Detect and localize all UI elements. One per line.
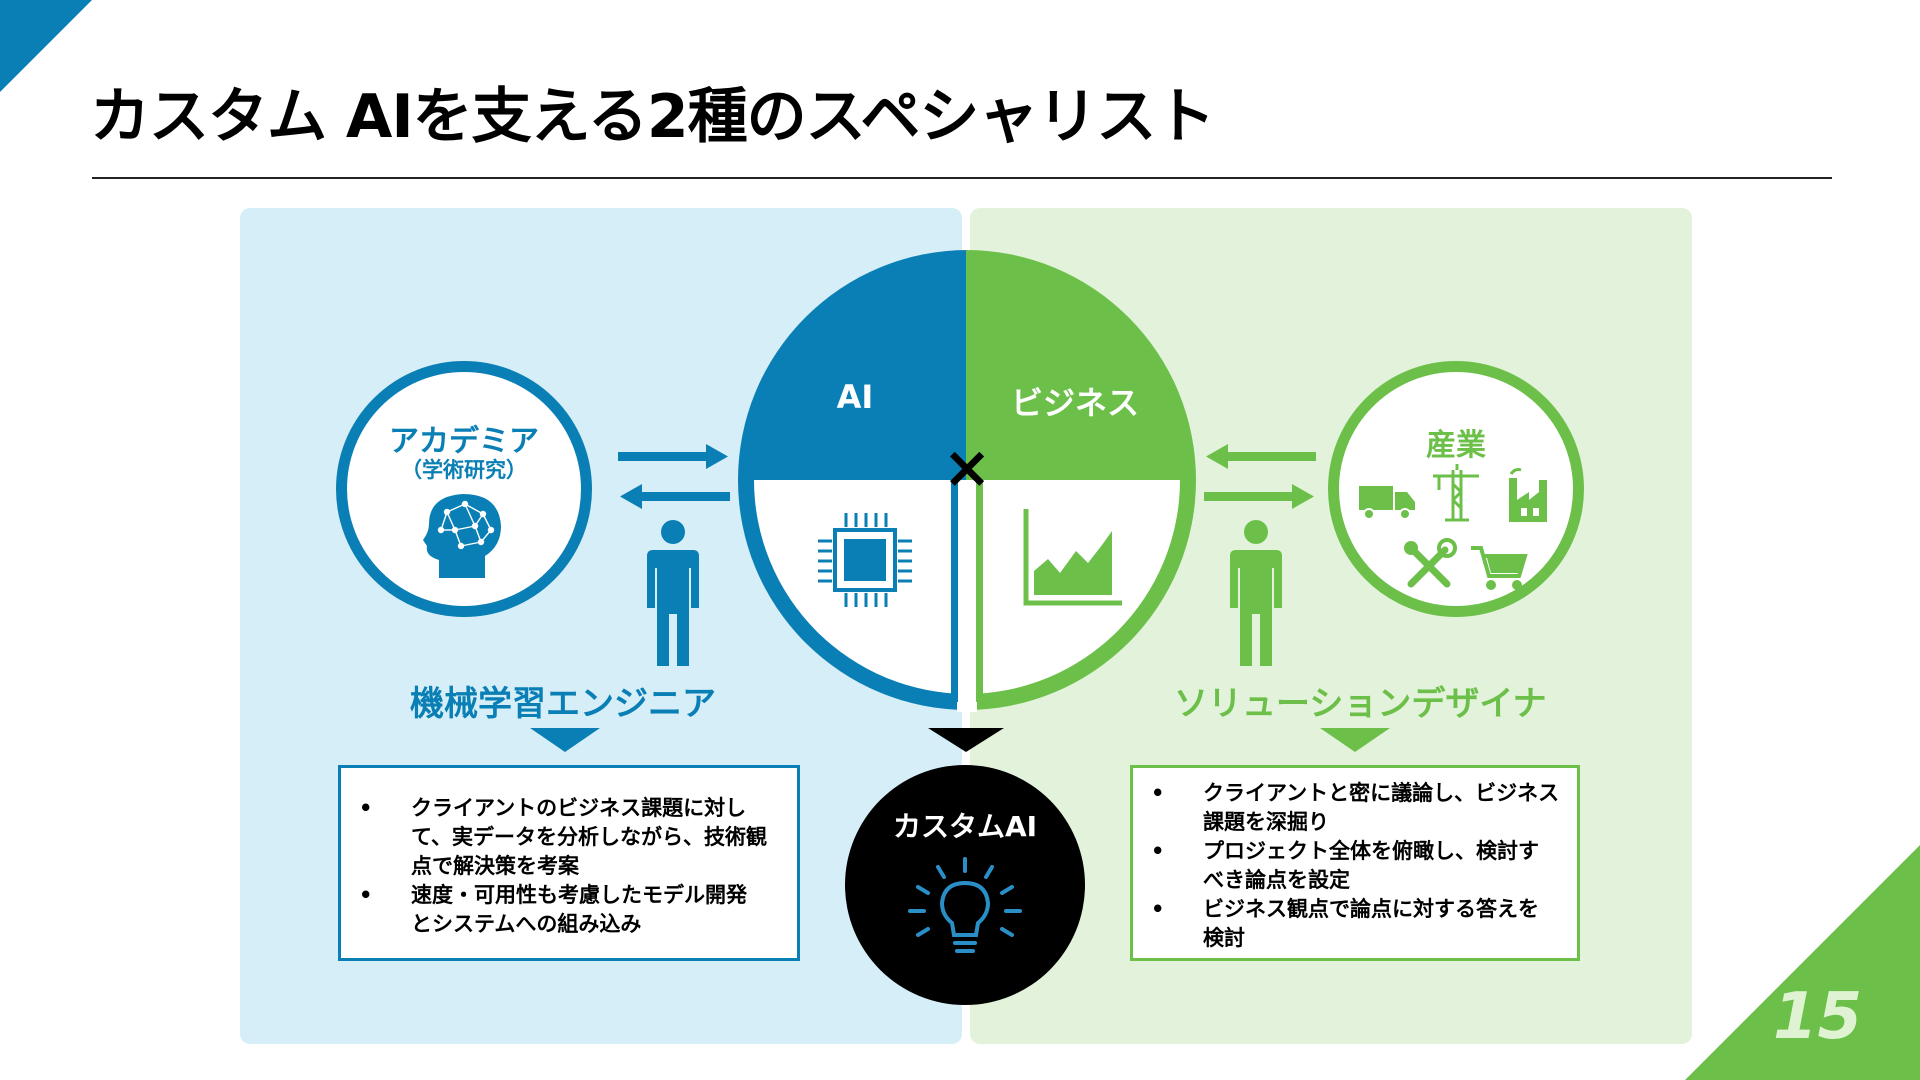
bullet-line: べき論点を設定 [1203,868,1350,892]
list-item: • プロジェクト全体を俯瞰し、検討す べき論点を設定 [1145,837,1563,895]
exchange-arrows-left [618,444,730,509]
cross-symbol: × [942,433,992,501]
crane-icon [1433,464,1479,522]
bullet-line: 速度・可用性も考慮したモデル開発 [411,883,747,907]
center-down-pointer [928,728,1004,752]
area-chart-icon [1023,509,1122,606]
bullet-marker: • [1151,839,1165,863]
cpu-chip-icon [818,513,912,607]
engineer-description-box: • クライアントのビジネス課題に対し て、実データを分析しながら、技術観 点で解… [338,765,800,961]
bullet-marker: • [359,796,373,820]
cart-icon [1471,546,1528,590]
academia-circle: アカデミア （学術研究） [336,361,592,617]
exchange-arrows-right [1204,444,1316,509]
lightbulb-icon [908,857,1022,953]
designer-person-icon [1230,520,1282,666]
slide-title: カスタム AIを支える2種のスペシャリスト [90,82,1215,152]
custom-ai-circle: カスタムAI [845,765,1085,1005]
industry-label: 産業 [1426,428,1486,463]
custom-ai-label: カスタムAI [892,810,1038,843]
page-number: 15 [1772,980,1862,1054]
bullet-line: ビジネス観点で論点に対する答えを [1203,897,1539,921]
bullet-marker: • [359,883,373,907]
bullet-line: プロジェクト全体を俯瞰し、検討す [1203,839,1539,863]
bullet-marker: • [1151,781,1165,805]
designer-description-box: • クライアントと密に議論し、ビジネス 課題を深掘り • プロジェクト全体を俯瞰… [1130,765,1580,961]
bullet-line: クライアントと密に議論し、ビジネス [1203,781,1560,805]
industry-circle: 産業 [1328,361,1584,617]
academia-label: アカデミア [389,424,539,459]
solution-designer-title: ソリューションデザイナ [1174,684,1547,724]
tools-icon [1404,538,1457,588]
business-quadrant-label: ビジネス [1010,384,1139,422]
bullet-line: クライアントのビジネス課題に対し [411,796,747,820]
ml-engineer-title: 機械学習エンジニア [410,684,716,724]
bullet-line: 検討 [1203,926,1245,950]
brain-head-icon [423,494,501,578]
bullet-marker: • [1151,897,1165,921]
ai-quadrant-label: AI [836,378,874,416]
bullet-line: て、実データを分析しながら、技術観 [411,825,767,849]
bullet-line: とシステムへの組み込み [411,912,642,936]
corner-accent-bottom-right [1685,845,1920,1080]
engineer-person-icon [647,520,699,666]
corner-accent-top-left [0,0,92,92]
bullet-line: 課題を深掘り [1203,810,1329,834]
academia-sublabel: （学術研究） [401,458,527,482]
list-item: • 速度・可用性も考慮したモデル開発 とシステムへの組み込み [353,881,783,939]
factory-icon [1509,468,1547,522]
bullet-line: 点で解決策を考案 [411,854,579,878]
list-item: • クライアントのビジネス課題に対し て、実データを分析しながら、技術観 点で解… [353,794,783,881]
truck-icon [1359,486,1415,520]
engineer-down-pointer [530,728,600,752]
list-item: • ビジネス観点で論点に対する答えを 検討 [1145,895,1563,953]
title-divider [92,177,1832,179]
ai-business-circle [738,250,1196,712]
list-item: • クライアントと密に議論し、ビジネス 課題を深掘り [1145,779,1563,837]
designer-down-pointer [1320,728,1390,752]
